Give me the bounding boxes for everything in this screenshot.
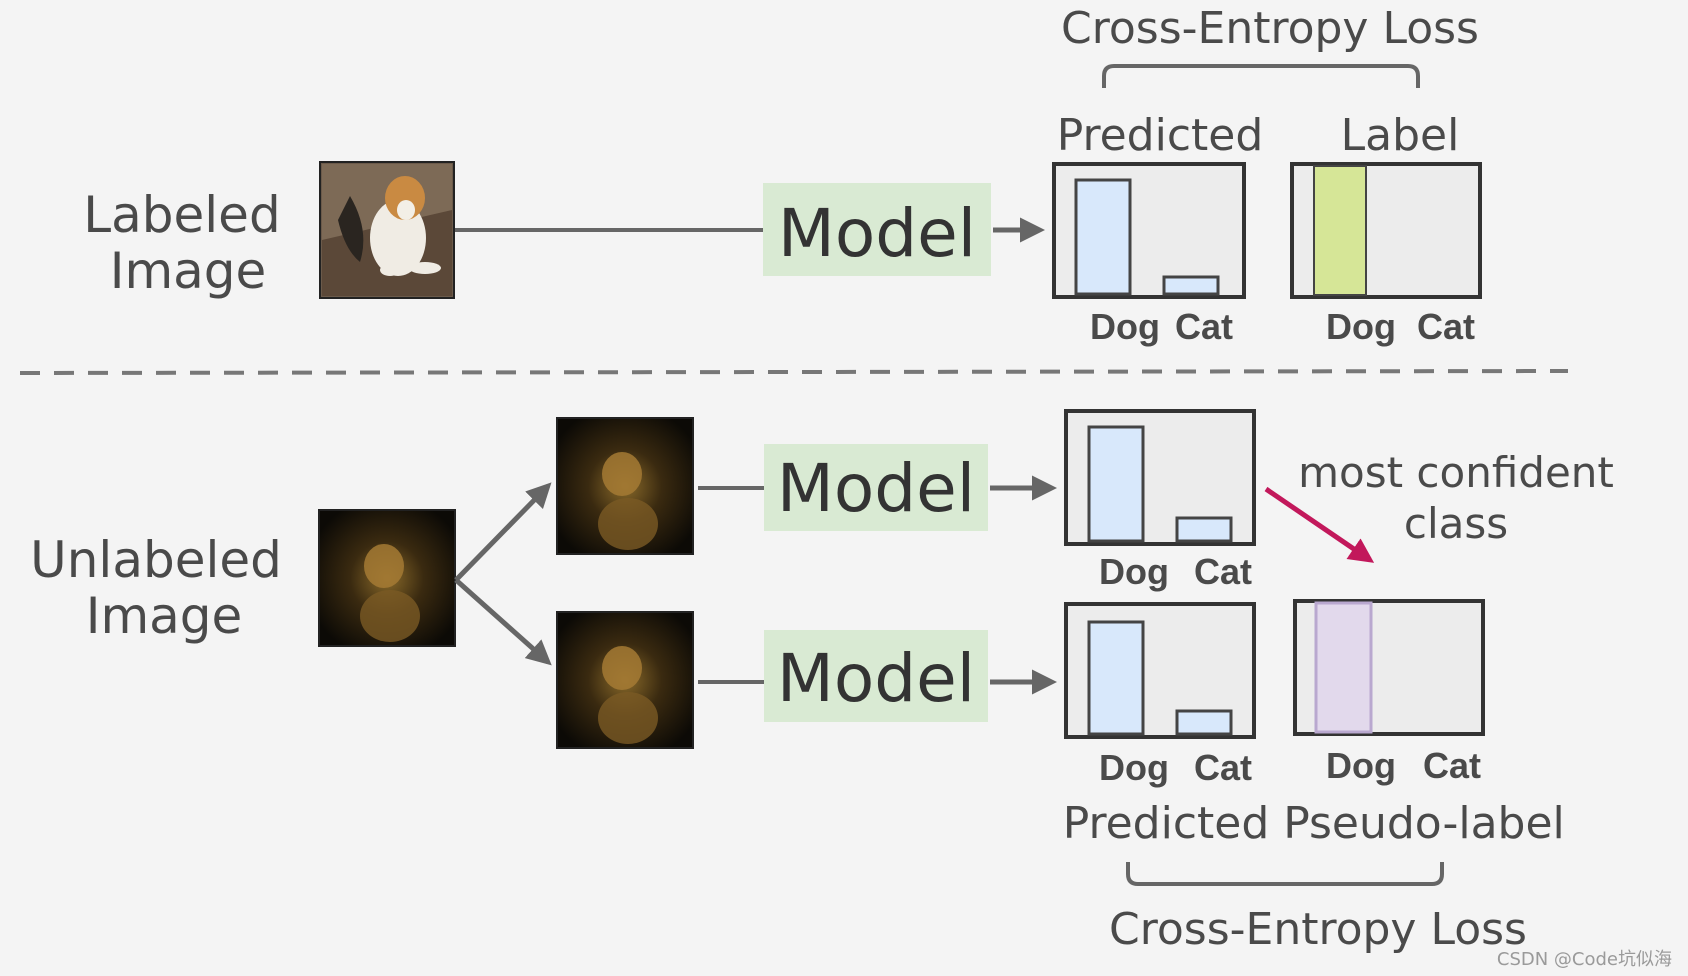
section-separator <box>19 369 1569 375</box>
labeled-target-dog-tick: Dog <box>1326 306 1396 347</box>
labeled-target-chart <box>1290 162 1482 299</box>
labeled-predicted-dog-bar <box>1074 178 1132 296</box>
strong-cat-tick: Cat <box>1194 747 1252 788</box>
labeled-dog-image <box>319 161 455 299</box>
unlabeled-title-line1: Unlabeled <box>30 531 282 589</box>
labeled-loss-label: Cross-Entropy Loss <box>1061 3 1479 54</box>
weak-model-box <box>764 444 988 531</box>
pseudo-label-chart <box>1293 599 1485 736</box>
unlabeled-loss-label: Cross-Entropy Loss <box>1109 904 1527 955</box>
unlabeled-title-line2: Image <box>86 587 243 645</box>
strong-predicted-cat-bar <box>1175 709 1233 736</box>
labeled-title-line1: Labeled <box>83 186 280 244</box>
strong-model-box <box>764 630 988 722</box>
labeled-model-box <box>763 183 991 276</box>
annotation-line2: class <box>1404 499 1508 548</box>
weak-predicted-dog-bar <box>1087 425 1145 543</box>
strong-predicted-chart <box>1064 602 1256 739</box>
labeled-pred-cat-tick: Cat <box>1175 306 1233 347</box>
branch-arrow-down <box>454 578 552 666</box>
labeled-predicted-cat-bar <box>1162 275 1220 296</box>
weak-predicted-cat-bar <box>1175 516 1233 543</box>
labeled-predicted-label: Predicted <box>1057 110 1264 161</box>
labeled-predicted-chart <box>1052 162 1246 299</box>
pseudo-label-dog-bar <box>1314 601 1373 734</box>
unlabeled-predicted-label: Predicted <box>1063 798 1270 849</box>
unlabeled-loss-brace <box>1126 862 1444 886</box>
strong-augmented-image <box>556 611 694 749</box>
most-confident-arrow <box>1264 486 1375 563</box>
weak-augmented-image <box>556 417 694 555</box>
weak-dog-tick: Dog <box>1099 551 1169 592</box>
weak-model-label: Model <box>777 450 975 527</box>
strong-predicted-dog-bar <box>1087 620 1145 736</box>
labeled-model-label: Model <box>778 195 976 272</box>
labeled-target-dog-bar <box>1313 165 1367 296</box>
pseudo-cat-tick: Cat <box>1423 745 1481 786</box>
labeled-target-label: Label <box>1341 110 1460 161</box>
watermark: CSDN @Code坑似海 <box>1497 949 1672 970</box>
pseudo-dog-tick: Dog <box>1326 745 1396 786</box>
strong-dog-tick: Dog <box>1099 747 1169 788</box>
pseudo-label-label: Pseudo-label <box>1283 798 1565 849</box>
labeled-title-line2: Image <box>110 242 267 300</box>
annotation-line1: most confident <box>1298 448 1614 497</box>
weak-cat-tick: Cat <box>1194 551 1252 592</box>
unlabeled-dog-image <box>318 509 456 647</box>
labeled-pred-dog-tick: Dog <box>1090 306 1160 347</box>
labeled-target-cat-tick: Cat <box>1417 306 1475 347</box>
labeled-loss-brace <box>1102 64 1420 88</box>
weak-predicted-chart <box>1064 409 1256 546</box>
strong-model-label: Model <box>777 640 975 717</box>
branch-arrow-up <box>454 482 552 582</box>
